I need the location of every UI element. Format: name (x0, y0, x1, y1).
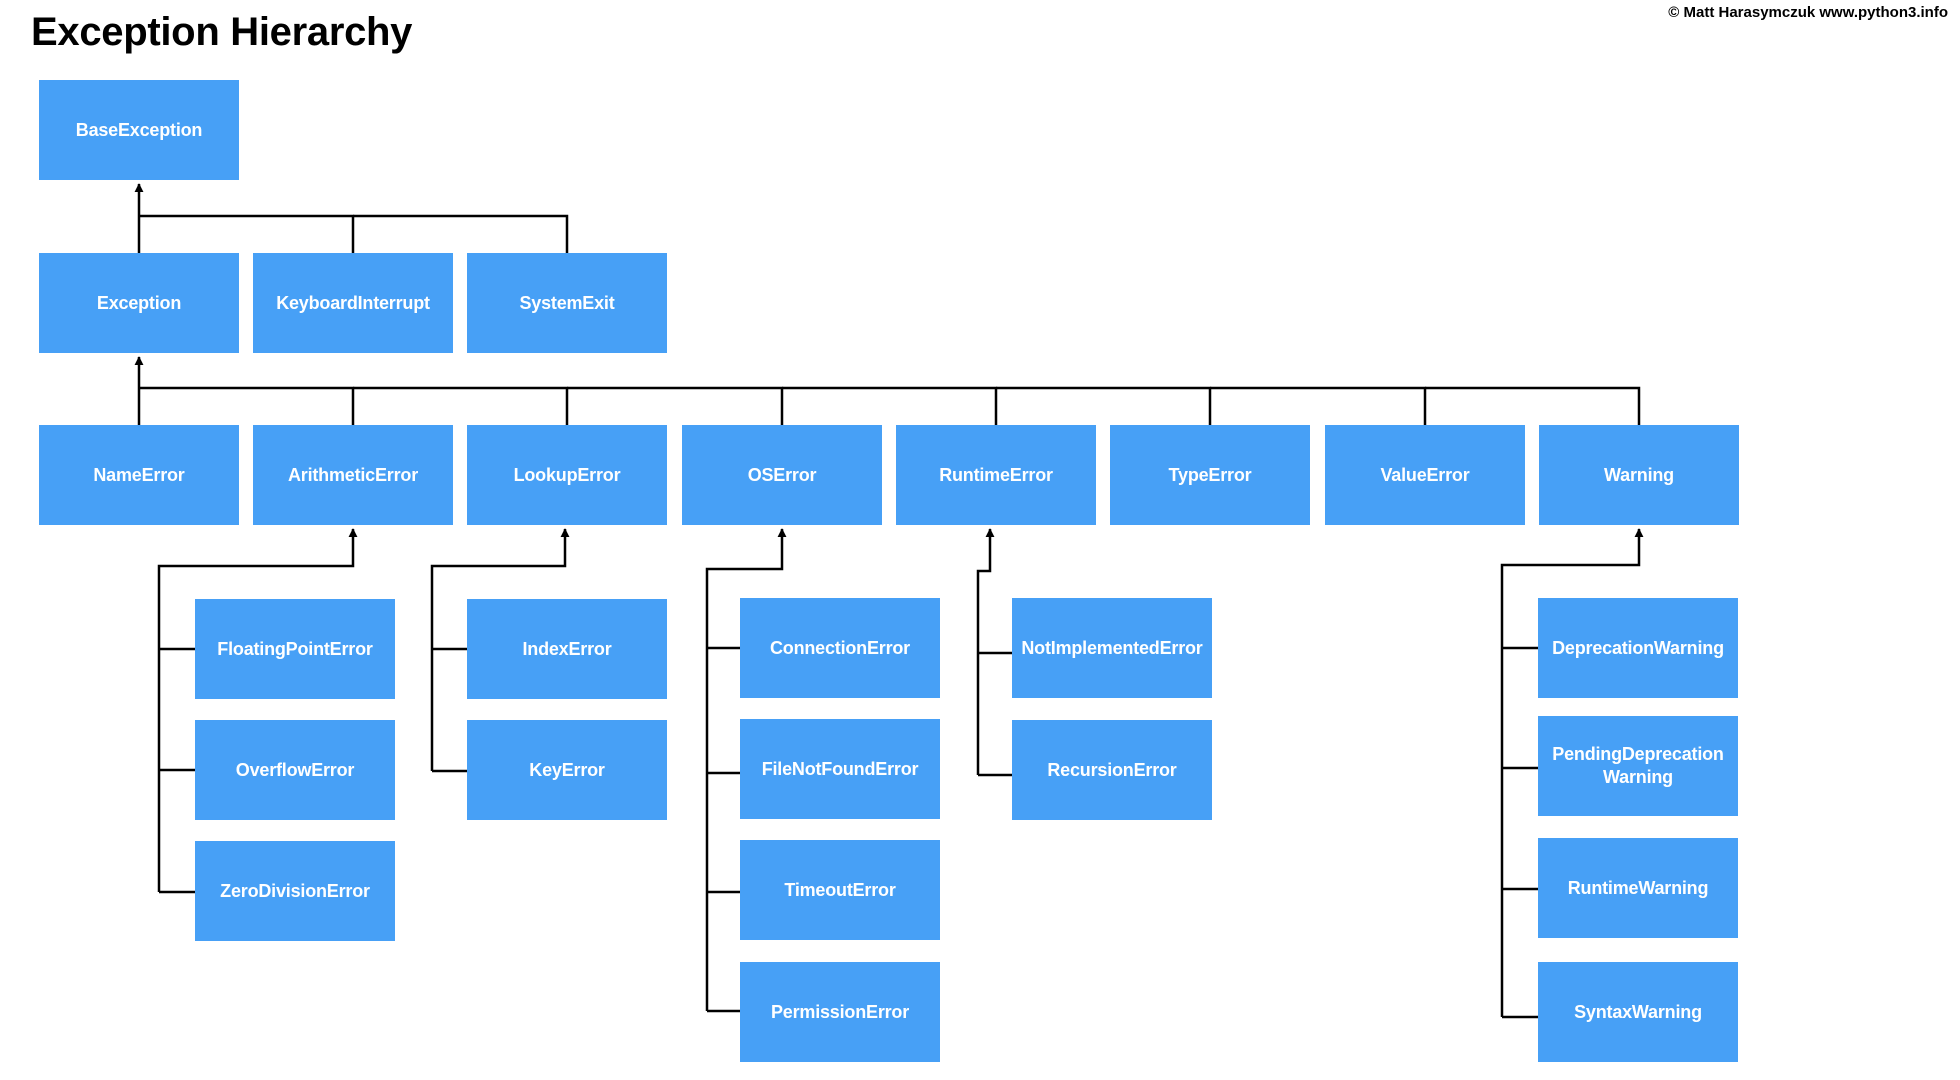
node-zerodivisionerror: ZeroDivisionError (195, 841, 395, 941)
edge-typeerror-to-exception (996, 386, 1212, 425)
node-keyerror: KeyError (467, 720, 667, 820)
page-title: Exception Hierarchy (31, 10, 413, 54)
node-warning: Warning (1539, 425, 1739, 525)
node-timeouterror: TimeoutError (740, 840, 940, 940)
node-floatingpointerror: FloatingPointError (195, 599, 395, 699)
node-oserror: OSError (682, 425, 882, 525)
edge-arithmeticerror-to-exception (139, 386, 355, 425)
edge-warning-to-exception (1425, 386, 1641, 425)
node-lookuperror: LookupError (467, 425, 667, 525)
edge-oserror-to-exception (567, 386, 784, 425)
edge-runtime-branch (976, 528, 995, 775)
edge-os-branch (705, 528, 787, 1011)
node-deprecationwarning: DeprecationWarning (1538, 598, 1738, 698)
node-pendingdeprecationwarning: PendingDeprecationWarning (1538, 716, 1738, 816)
edge-valueerror-to-exception (1210, 386, 1427, 425)
node-permissionerror: PermissionError (740, 962, 940, 1062)
edge-runtimeerror-to-exception (782, 386, 998, 425)
node-typeerror: TypeError (1110, 425, 1310, 525)
node-filenotfounderror: FileNotFoundError (740, 719, 940, 819)
edge-warning-branch (1500, 528, 1644, 1017)
edge-systemexit-to-baseexception (353, 214, 569, 253)
node-arithmeticerror: ArithmeticError (253, 425, 453, 525)
node-baseexception: BaseException (39, 80, 239, 180)
edge-arithmetic-branch (157, 528, 358, 892)
node-connectionerror: ConnectionError (740, 598, 940, 698)
node-runtimewarning: RuntimeWarning (1538, 838, 1738, 938)
node-nameerror: NameError (39, 425, 239, 525)
node-overflowerror: OverflowError (195, 720, 395, 820)
edge-lookup-branch (430, 528, 570, 771)
node-keyboardinterrupt: KeyboardInterrupt (253, 253, 453, 353)
edge-keyboardinterrupt-to-baseexception (139, 214, 355, 253)
credit-text: © Matt Harasymczuk www.python3.info (1668, 4, 1948, 21)
node-recursionerror: RecursionError (1012, 720, 1212, 820)
node-notimplementederror: NotImplementedError (1012, 598, 1212, 698)
edge-lookuperror-to-exception (353, 386, 569, 425)
node-valueerror: ValueError (1325, 425, 1525, 525)
node-systemexit: SystemExit (467, 253, 667, 353)
node-runtimeerror: RuntimeError (896, 425, 1096, 525)
node-exception: Exception (39, 253, 239, 353)
node-indexerror: IndexError (467, 599, 667, 699)
node-syntaxwarning: SyntaxWarning (1538, 962, 1738, 1062)
